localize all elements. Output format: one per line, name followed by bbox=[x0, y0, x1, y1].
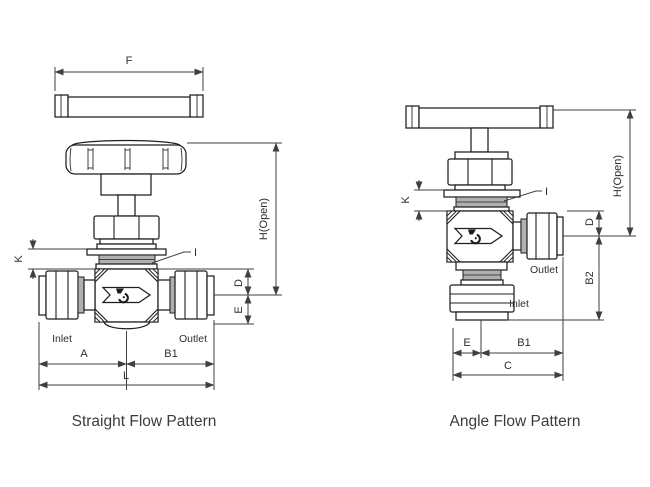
port-adapter bbox=[157, 279, 171, 311]
dim-label-b1: B1 bbox=[164, 348, 177, 360]
bonnet-hex-nut bbox=[447, 158, 513, 186]
compression-nut bbox=[526, 212, 558, 260]
dimension-k: K bbox=[400, 180, 447, 221]
collar-ring bbox=[460, 279, 504, 286]
tube-end-cap bbox=[455, 311, 509, 321]
dimension-h-open: H(Open) bbox=[553, 109, 636, 237]
dimension-d-b2: D B2 bbox=[508, 210, 604, 321]
dimension-k: K bbox=[13, 239, 95, 279]
handle-bar-top-view bbox=[54, 94, 204, 118]
bonnet-assembly bbox=[443, 127, 521, 212]
dim-label-e: E bbox=[233, 306, 245, 313]
stem bbox=[470, 127, 489, 153]
tube-end-cap bbox=[38, 275, 47, 316]
dim-label-c: C bbox=[504, 360, 512, 372]
compression-nut bbox=[174, 270, 208, 320]
inlet-label: Inlet bbox=[52, 333, 72, 345]
handle-end-cap bbox=[405, 105, 420, 129]
knob-handle bbox=[65, 139, 187, 175]
tube-end-cap bbox=[206, 275, 215, 316]
bonnet-assembly bbox=[86, 173, 167, 270]
panel-flange bbox=[443, 189, 521, 198]
handle-end-cap bbox=[539, 105, 554, 129]
port-adapter bbox=[512, 221, 522, 251]
dim-label-a: A bbox=[80, 348, 88, 360]
collar-ring bbox=[454, 184, 506, 191]
straight-flow-valve: F bbox=[13, 55, 282, 430]
dim-label-k: K bbox=[13, 255, 25, 263]
compression-nut bbox=[449, 284, 515, 313]
collar-ring bbox=[96, 243, 157, 250]
dim-label-h-open: H(Open) bbox=[258, 198, 270, 240]
angle-flow-valve: Outlet Inlet K I H(Open) D B2 bbox=[400, 105, 636, 430]
bonnet-hex-nut bbox=[93, 215, 160, 240]
panel-flange bbox=[86, 248, 167, 256]
inlet-fitting bbox=[38, 270, 96, 320]
dim-label-h-open: H(Open) bbox=[612, 155, 624, 197]
outlet-fitting bbox=[157, 270, 215, 320]
dimension-d-e: D E bbox=[158, 268, 282, 325]
callout-label-i: I bbox=[545, 186, 548, 198]
outlet-label: Outlet bbox=[179, 333, 207, 345]
dim-label-k: K bbox=[400, 196, 412, 204]
dim-label-d: D bbox=[233, 279, 245, 287]
valve-body bbox=[94, 268, 159, 330]
dim-label-e: E bbox=[463, 337, 470, 349]
outlet-fitting bbox=[512, 212, 564, 260]
inlet-fitting bbox=[449, 261, 515, 321]
port-adapter bbox=[83, 279, 96, 311]
stem bbox=[117, 194, 136, 217]
dimension-e-b1-c: E B1 C bbox=[452, 257, 564, 381]
bonnet-cap bbox=[454, 151, 509, 160]
tube-end-cap bbox=[556, 216, 564, 256]
dim-label-b1: B1 bbox=[517, 337, 530, 349]
valve-body bbox=[446, 210, 514, 263]
handle-bar bbox=[418, 107, 541, 129]
handle-bar bbox=[405, 105, 554, 129]
body-bottom-boss bbox=[103, 321, 151, 330]
dim-label-b2: B2 bbox=[584, 271, 596, 284]
collar-ring bbox=[99, 238, 154, 245]
callout-i: I bbox=[151, 247, 197, 264]
lock-ring bbox=[95, 263, 158, 270]
dim-label-f: F bbox=[126, 55, 133, 67]
handle-bar bbox=[67, 96, 191, 118]
handle-end-cap bbox=[189, 94, 204, 118]
dim-label-l: L bbox=[123, 370, 129, 382]
angle-flow-title: Angle Flow Pattern bbox=[450, 413, 581, 430]
knob-neck bbox=[100, 173, 152, 196]
straight-flow-title: Straight Flow Pattern bbox=[72, 413, 217, 430]
compression-nut bbox=[45, 270, 79, 320]
callout-i: I bbox=[503, 186, 548, 202]
dim-label-d: D bbox=[584, 218, 596, 226]
ferrule-ring bbox=[520, 218, 528, 254]
dimension-f: F bbox=[54, 55, 204, 91]
outlet-label: Outlet bbox=[530, 264, 558, 276]
inlet-label: Inlet bbox=[509, 298, 529, 310]
dimension-h-open: H(Open) bbox=[187, 142, 282, 296]
knob-knurls bbox=[69, 147, 183, 172]
ferrule-ring bbox=[77, 276, 85, 314]
dimension-a-b1-l: A B1 L bbox=[38, 320, 215, 390]
handle-end-cap bbox=[54, 94, 69, 118]
callout-label-i: I bbox=[194, 247, 197, 259]
neck-flange bbox=[455, 261, 508, 271]
